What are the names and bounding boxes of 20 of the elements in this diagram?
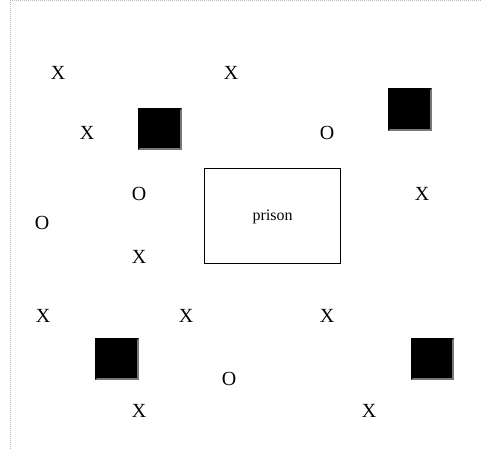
labeled-box	[204, 168, 341, 264]
letter-mark: X	[224, 63, 238, 83]
letter-mark: O	[34, 213, 50, 233]
letter-mark: X	[414, 184, 430, 204]
box-label: prison	[252, 207, 292, 225]
filled-square	[411, 338, 454, 380]
letter-mark: X	[80, 123, 94, 143]
filled-square	[388, 88, 432, 131]
letter-mark: O	[320, 123, 334, 143]
filled-square	[138, 108, 182, 150]
letter-mark: X	[362, 401, 376, 421]
letter-mark: X	[50, 63, 66, 83]
letter-mark: O	[222, 369, 236, 389]
letter-mark: X	[132, 247, 146, 267]
letter-mark: X	[178, 306, 194, 326]
filled-square	[95, 338, 139, 380]
letter-mark: O	[132, 184, 146, 204]
letter-mark: X	[320, 306, 334, 326]
letter-mark: X	[36, 306, 50, 326]
letter-mark: X	[132, 401, 146, 421]
